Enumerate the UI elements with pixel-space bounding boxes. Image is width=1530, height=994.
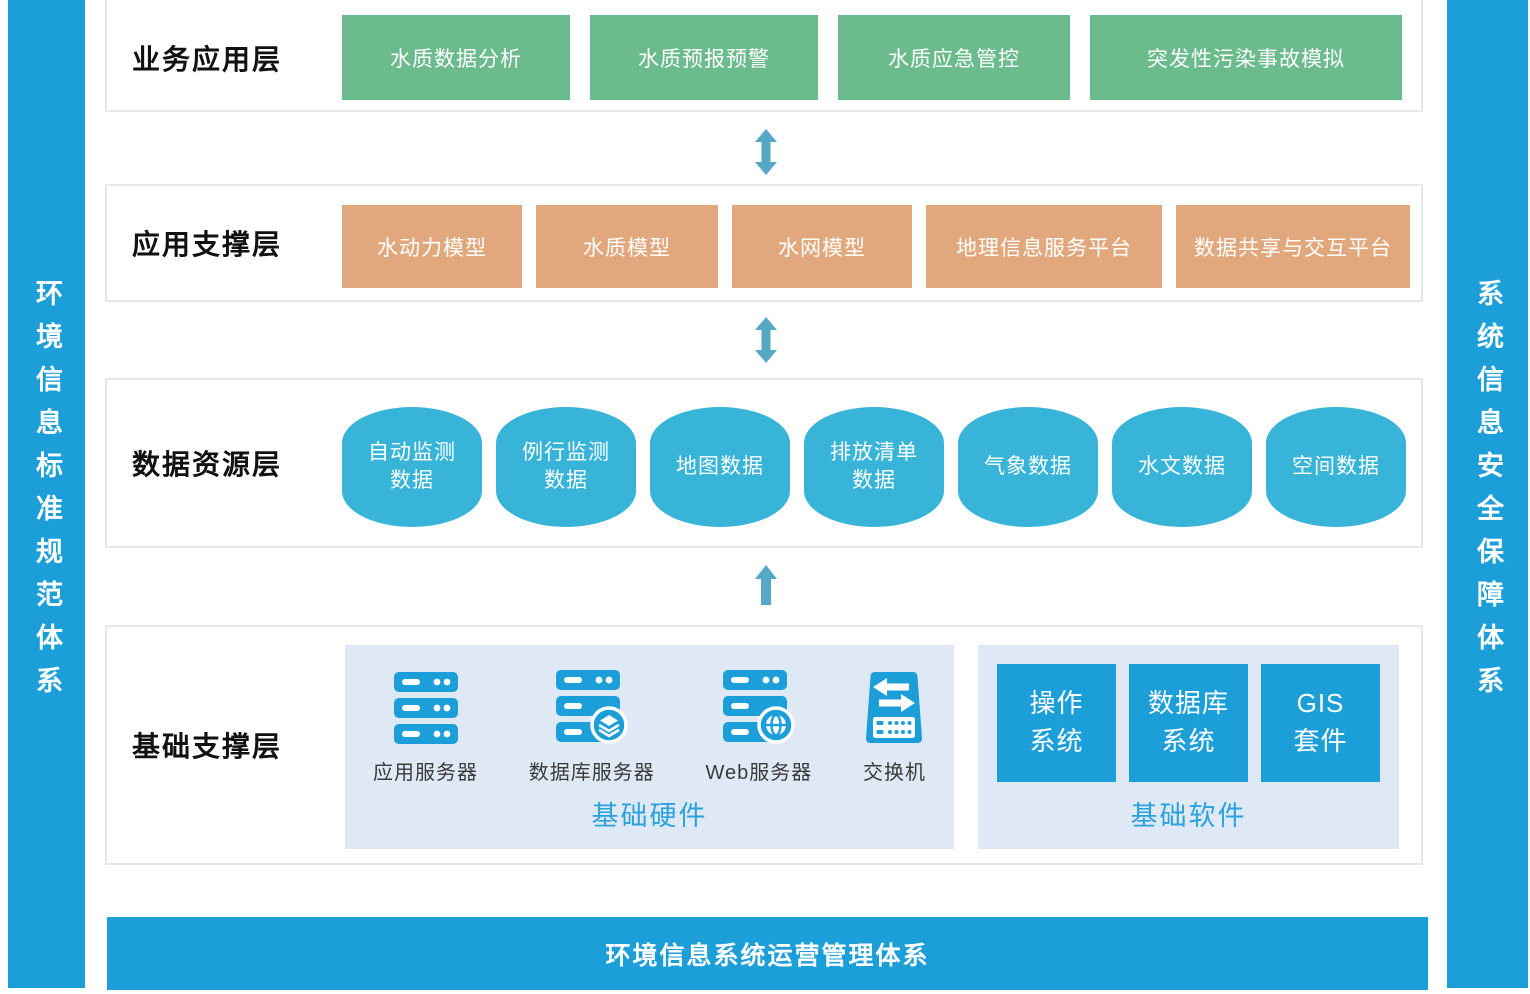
switch-icon <box>865 670 923 744</box>
business-box: 突发性污染事故模拟 <box>1090 15 1402 100</box>
database-server-icon <box>555 670 628 744</box>
hardware-items-row: 应用服务器 <box>373 670 926 785</box>
software-box: 数据库 系统 <box>1129 664 1248 782</box>
data-cylinder: 排放清单 数据 <box>804 407 944 527</box>
hardware-item-label: 交换机 <box>862 762 926 784</box>
software-box: 操作 系统 <box>997 664 1116 782</box>
right-pillar-label: 系统信息安全保障体系 <box>1473 279 1503 709</box>
hardware-item-label: Web服务器 <box>705 762 813 784</box>
software-panel-title: 基础软件 <box>1130 801 1247 831</box>
business-application-layer: 业务应用层 水质数据分析 水质预报预警 水质应急管控 突发性污染事故模拟 <box>105 0 1423 112</box>
support-box: 水动力模型 <box>342 205 522 288</box>
hardware-item: 应用服务器 <box>373 670 478 785</box>
operation-management-label: 环境信息系统运营管理体系 <box>605 941 930 970</box>
data-layer-title: 数据资源层 <box>132 449 283 480</box>
infrastructure-layer: 基础支撑层 <box>105 625 1423 865</box>
business-layer-title: 业务应用层 <box>132 44 283 75</box>
hardware-panel-title: 基础硬件 <box>591 801 708 831</box>
support-box: 水质模型 <box>536 205 718 288</box>
support-box: 数据共享与交互平台 <box>1176 205 1410 288</box>
data-resource-layer: 数据资源层 自动监测 数据 例行监测 数据 地图数据 排放清单 数据 气象数据 … <box>105 378 1423 548</box>
app-server-icon <box>393 670 458 744</box>
double-arrow-icon <box>754 317 778 368</box>
application-support-layer: 应用支撑层 水动力模型 水质模型 水网模型 地理信息服务平台 数据共享与交互平台 <box>105 184 1423 302</box>
data-cylinder: 水文数据 <box>1112 407 1252 527</box>
up-arrow-icon <box>754 565 778 610</box>
hardware-item: 数据库服务器 <box>529 670 655 785</box>
software-items-row: 操作 系统 数据库 系统 GIS 套件 <box>978 664 1399 782</box>
data-cylinder: 例行监测 数据 <box>496 407 636 527</box>
hardware-item: 交换机 <box>863 670 926 785</box>
hardware-item-label: 数据库服务器 <box>528 762 655 784</box>
infra-layer-title: 基础支撑层 <box>132 731 283 762</box>
data-items-row: 自动监测 数据 例行监测 数据 地图数据 排放清单 数据 气象数据 水文数据 空… <box>342 407 1406 527</box>
software-panel: 操作 系统 数据库 系统 GIS 套件 基础软件 <box>978 645 1399 849</box>
business-box: 水质预报预警 <box>590 15 818 100</box>
double-arrow-icon <box>754 129 778 180</box>
hardware-panel: 应用服务器 <box>345 645 954 849</box>
data-cylinder: 气象数据 <box>958 407 1098 527</box>
hardware-item-label: 应用服务器 <box>373 762 478 784</box>
operation-management-bar: 环境信息系统运营管理体系 <box>107 917 1428 990</box>
business-box: 水质应急管控 <box>838 15 1070 100</box>
web-server-icon <box>722 670 795 744</box>
data-cylinder: 地图数据 <box>650 407 790 527</box>
left-pillar: 环境信息标准规范体系 <box>8 0 85 988</box>
support-layer-title: 应用支撑层 <box>132 229 283 260</box>
support-items-row: 水动力模型 水质模型 水网模型 地理信息服务平台 数据共享与交互平台 <box>342 205 1410 288</box>
business-items-row: 水质数据分析 水质预报预警 水质应急管控 突发性污染事故模拟 <box>342 15 1402 100</box>
data-cylinder: 自动监测 数据 <box>342 407 482 527</box>
left-pillar-label: 环境信息标准规范体系 <box>32 279 62 709</box>
hardware-item: Web服务器 <box>705 670 812 785</box>
business-box: 水质数据分析 <box>342 15 570 100</box>
software-box: GIS 套件 <box>1261 664 1380 782</box>
data-cylinder: 空间数据 <box>1266 407 1406 527</box>
support-box: 水网模型 <box>732 205 912 288</box>
right-pillar: 系统信息安全保障体系 <box>1447 0 1528 988</box>
support-box: 地理信息服务平台 <box>926 205 1162 288</box>
